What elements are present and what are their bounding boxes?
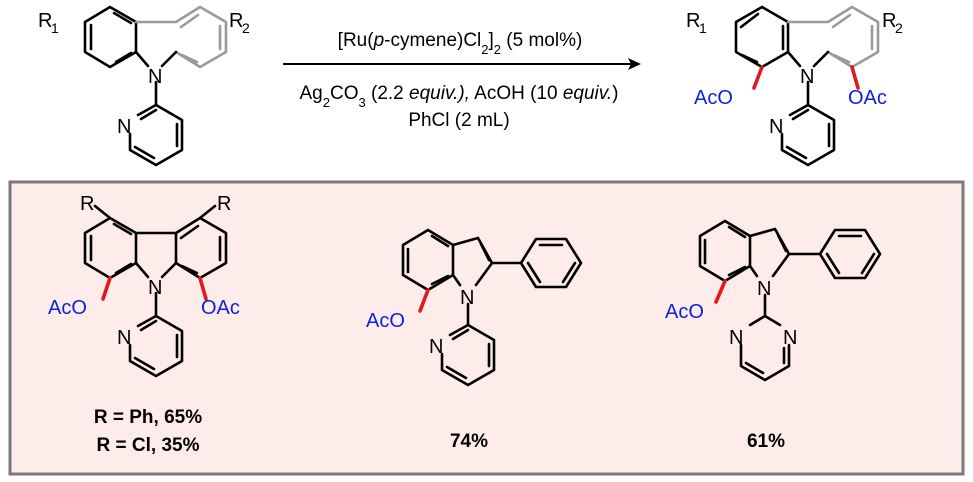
example2-pyridine-nitrogen-label: N [429,336,443,358]
example1-aco-label: AcO [48,297,87,319]
example1-yield-line1: R = Ph, 65% [94,407,202,428]
example3-nitrogen-label: N [757,278,771,300]
scope-panel [8,180,965,476]
r1-subscript: 1 [51,20,59,36]
product-oac-label: OAc [848,87,887,109]
example1-r-left: R [80,193,94,215]
pyridine-nitrogen-label: N [117,116,131,138]
product-r1-subscript: 1 [699,20,707,36]
example3-yield: 61% [747,431,785,452]
example1-oac-label: OAc [201,297,240,319]
example2-yield: 74% [450,431,488,452]
example-indole-pyrimidyl: N N N AcO 61% [665,219,882,452]
product-aco-label: AcO [694,87,733,109]
example1-nitrogen-label: N [148,277,162,299]
product-r2-subscript: 2 [895,20,903,36]
nitrogen-label: N [148,66,162,88]
example3-pyrimidine-n-left: N [729,327,743,349]
product: N N R 1 R 2 AcO OAc [686,5,903,167]
reagents-text: Ag2CO3 (2.2 equiv.), AcOH (10 equiv.) [300,83,619,110]
example-indole-pyridyl: N N AcO 74% [366,228,583,452]
r1-label: R [38,10,52,32]
example3-pyrimidine-n-right: N [783,327,797,349]
example2-aco-label: AcO [366,310,405,332]
example1-yield-line2: R = Cl, 35% [97,435,200,456]
product-nitrogen-label: N [800,66,814,88]
product-r2-label: R [882,10,896,32]
product-r1-label: R [686,10,700,32]
product-pyridine-nitrogen-label: N [769,116,783,138]
example1-pyridine-nitrogen-label: N [117,327,131,349]
r2-label: R [229,10,243,32]
example3-aco-label: AcO [665,301,704,323]
r2-subscript: 2 [242,20,250,36]
example-carbazole: N N R R AcO OAc R = Ph, 65% R = Cl, 35% [48,193,240,456]
example1-r-right: R [217,193,231,215]
catalyst-text: [Ru(p-cymene)Cl2]2 (5 mol%) [338,30,583,57]
example2-nitrogen-label: N [460,287,474,309]
solvent-text: PhCl (2 mL) [408,110,509,131]
starting-material: N N R 1 R 2 [38,5,250,167]
reaction-arrow [283,58,641,70]
